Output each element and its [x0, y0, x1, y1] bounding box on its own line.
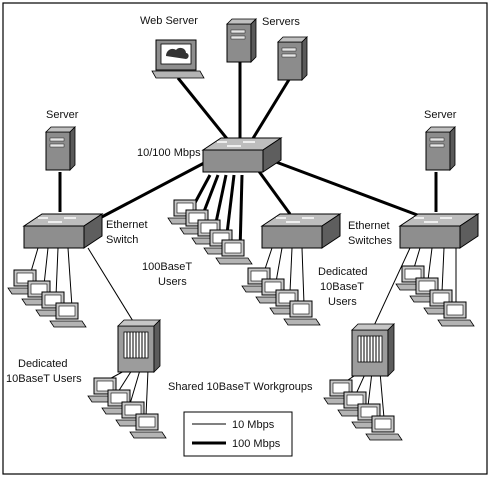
- server-tower-2: [277, 36, 308, 81]
- label-server-right: Server: [424, 109, 457, 121]
- label-100baset-line2: Users: [158, 276, 187, 288]
- hub-right: [351, 323, 395, 377]
- legend-box: [183, 411, 293, 457]
- diagram-frame: [2, 2, 488, 475]
- ethernet-switch-right: [399, 213, 479, 249]
- ethernet-switch-left: [23, 213, 103, 249]
- label-web-server: Web Server: [140, 15, 198, 27]
- label-servers: Servers: [262, 16, 300, 28]
- workstations-dedicated-left: [7, 269, 87, 328]
- hub-left: [117, 319, 161, 373]
- label-dedicated-mid-line2: 10BaseT: [320, 281, 364, 293]
- label-ethernet-switches-line1: Ethernet: [348, 220, 390, 232]
- label-dedicated-mid-line1: Dedicated: [318, 266, 368, 278]
- legend: 10 Mbps 100 Mbps: [183, 411, 293, 457]
- server-right: [425, 126, 456, 171]
- workstations-dedicated-middle: [241, 267, 321, 326]
- label-ethernet-switch-line2: Switch: [106, 234, 138, 246]
- label-dedicated-mid-line3: Users: [328, 296, 357, 308]
- server-left: [45, 126, 76, 171]
- label-ethernet-switch-line1: Ethernet: [106, 219, 148, 231]
- legend-thick-label: 100 Mbps: [232, 438, 281, 450]
- ethernet-switch-middle: [261, 213, 341, 249]
- label-server-left: Server: [46, 109, 79, 121]
- web-server: [151, 39, 205, 79]
- label-ethernet-switches-line2: Switches: [348, 235, 393, 247]
- label-dedicated-left-line1: Dedicated: [18, 358, 68, 370]
- links-10mbps: [29, 247, 457, 419]
- workstations-dedicated-right: [395, 265, 475, 327]
- label-dedicated-left-line2: 10BaseT Users: [6, 373, 82, 385]
- label-shared-workgroups: Shared 10BaseT Workgroups: [168, 381, 313, 393]
- core-switch: [202, 137, 282, 173]
- legend-thin-label: 10 Mbps: [232, 419, 275, 431]
- label-core-speed: 10/100 Mbps: [137, 147, 201, 159]
- label-100baset-line1: 100BaseT: [142, 261, 192, 273]
- server-tower-1: [226, 18, 257, 63]
- workstations-shared-left: [87, 377, 167, 439]
- workstations-shared-right: [323, 379, 403, 441]
